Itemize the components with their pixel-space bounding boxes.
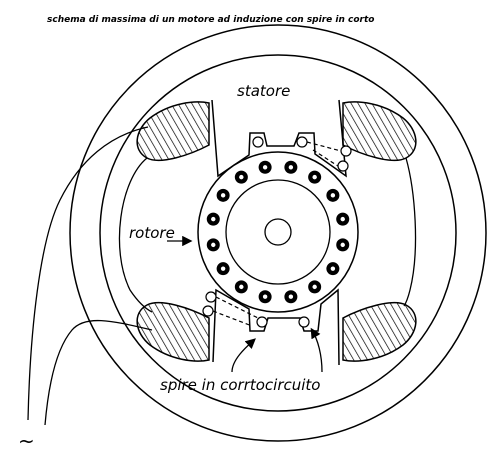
rotor-outer [197, 151, 359, 313]
rotor-bar-core [288, 294, 294, 299]
rotor-bar-core [262, 165, 268, 170]
shorted-turn-slot [252, 136, 264, 148]
diagram-title: schema di massima di un motore ad induzi… [47, 15, 374, 25]
rotor-core [225, 179, 331, 285]
shorted-turn-link [312, 149, 339, 167]
arrow-shorted-right [310, 327, 323, 373]
rotor-bar-core [330, 266, 336, 271]
coil-link-left [118, 157, 153, 313]
rotor-bar-core [262, 294, 268, 299]
shorted-turn-slot [202, 305, 214, 317]
coil-upper-left [136, 101, 210, 162]
rotor-bar-core [312, 284, 317, 290]
rotor-bar-core [340, 216, 345, 222]
shorted-turn-slot [256, 316, 268, 328]
stator-outer-ring [69, 24, 487, 442]
shorted-turn-slot [298, 316, 310, 328]
coil-upper-right [342, 101, 417, 162]
label-stator: statore [237, 82, 290, 100]
shorted-turn-slot [205, 291, 217, 303]
rotor-bar-core [288, 165, 294, 170]
rotor-bar-core [239, 174, 244, 180]
rotor-shaft [264, 218, 292, 246]
shorted-turn-link [306, 141, 342, 152]
rotor-bar-core [239, 284, 244, 290]
rotor-bar-core [211, 242, 216, 248]
coil-lower-right [342, 301, 417, 362]
coil-lower-left [136, 301, 210, 362]
lower-pole-outline [212, 288, 340, 366]
shorted-turn-slot [337, 160, 349, 172]
rotor-bar-core [330, 193, 336, 198]
label-rotor: rotore [129, 224, 175, 242]
shorted-turn-slot [296, 136, 308, 148]
upper-pole-outline [211, 99, 347, 178]
rotor-bar-core [340, 242, 345, 248]
rotor-bars [206, 160, 350, 304]
supply-lead-2 [44, 319, 153, 426]
stator-inner-ring [99, 54, 457, 412]
shorted-turn-link [212, 310, 253, 327]
rotor-bar-core [220, 193, 226, 198]
ac-symbol: ~ [18, 429, 35, 453]
rotor-bar-core [220, 266, 226, 271]
rotor-bar-core [211, 216, 216, 222]
coil-link-right [403, 157, 417, 307]
label-shorted-turns: spire in corrtocircuito [160, 376, 321, 394]
shorted-turn-link [215, 296, 259, 319]
rotor-bar-core [312, 174, 317, 180]
supply-lead-1 [27, 126, 149, 421]
arrow-shorted-left [231, 338, 256, 373]
shorted-turn-slot [340, 145, 352, 157]
